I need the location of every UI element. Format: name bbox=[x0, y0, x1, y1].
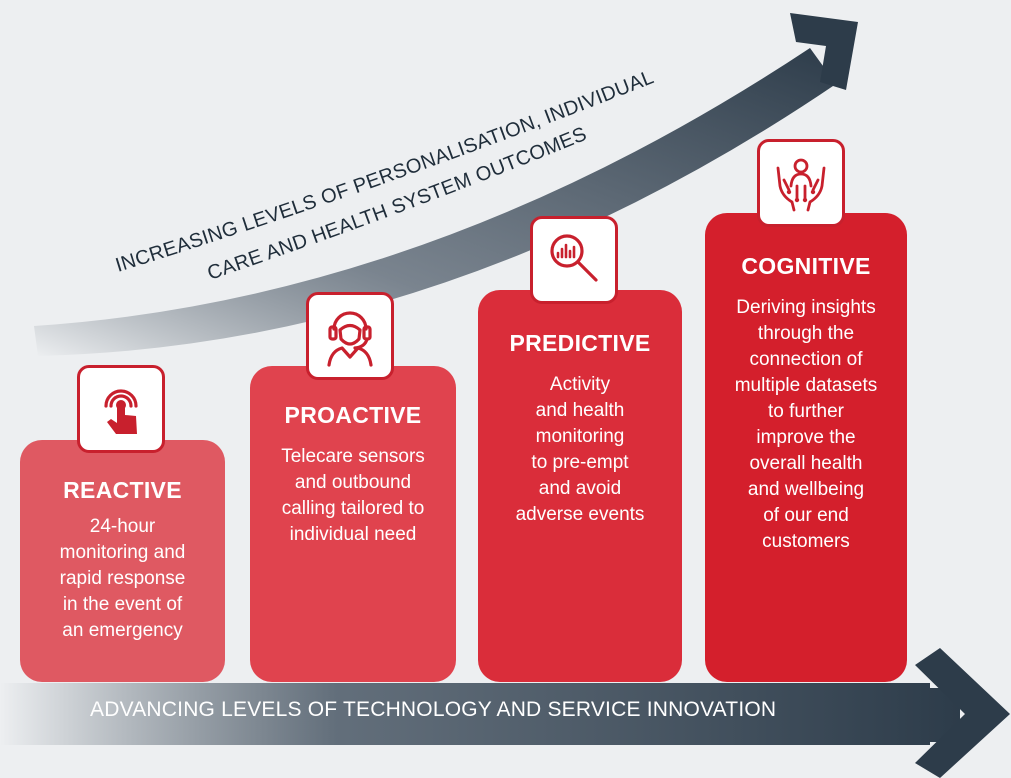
reactive-icon-box bbox=[77, 365, 165, 453]
stage-title: COGNITIVE bbox=[741, 253, 871, 279]
proactive-icon-box bbox=[306, 292, 394, 380]
magnifier-chart-icon bbox=[550, 234, 598, 282]
cognitive-icon-box bbox=[757, 139, 845, 227]
stage-card-reactive: REACTIVE 24-hour monitoring and rapid re… bbox=[20, 440, 225, 682]
top-curved-arrow bbox=[34, 13, 858, 356]
stage-title: REACTIVE bbox=[63, 477, 182, 503]
touch-tap-icon bbox=[104, 389, 138, 434]
stage-card-proactive: PROACTIVE Telecare sensors and outbound … bbox=[250, 366, 456, 682]
bottom-arrow-label: ADVANCING LEVELS OF TECHNOLOGY AND SERVI… bbox=[90, 698, 777, 721]
stage-description: Deriving insights through the connection… bbox=[734, 297, 878, 552]
stage-card-predictive: PREDICTIVE Activity and health monitorin… bbox=[478, 290, 682, 682]
stage-description: 24-hour monitoring and rapid response in… bbox=[59, 516, 186, 641]
stage-description: Telecare sensors and outbound calling ta… bbox=[281, 446, 425, 545]
headset-agent-icon bbox=[327, 311, 373, 367]
stage-title: PROACTIVE bbox=[284, 402, 422, 428]
bottom-arrow bbox=[0, 648, 1010, 778]
predictive-icon-box bbox=[530, 216, 618, 304]
stage-description: Activity and health monitoring to pre-em… bbox=[515, 374, 645, 525]
stage-title: PREDICTIVE bbox=[509, 330, 651, 356]
stage-card-cognitive: COGNITIVE Deriving insights through the … bbox=[705, 213, 907, 682]
hands-person-network-icon bbox=[776, 158, 826, 212]
